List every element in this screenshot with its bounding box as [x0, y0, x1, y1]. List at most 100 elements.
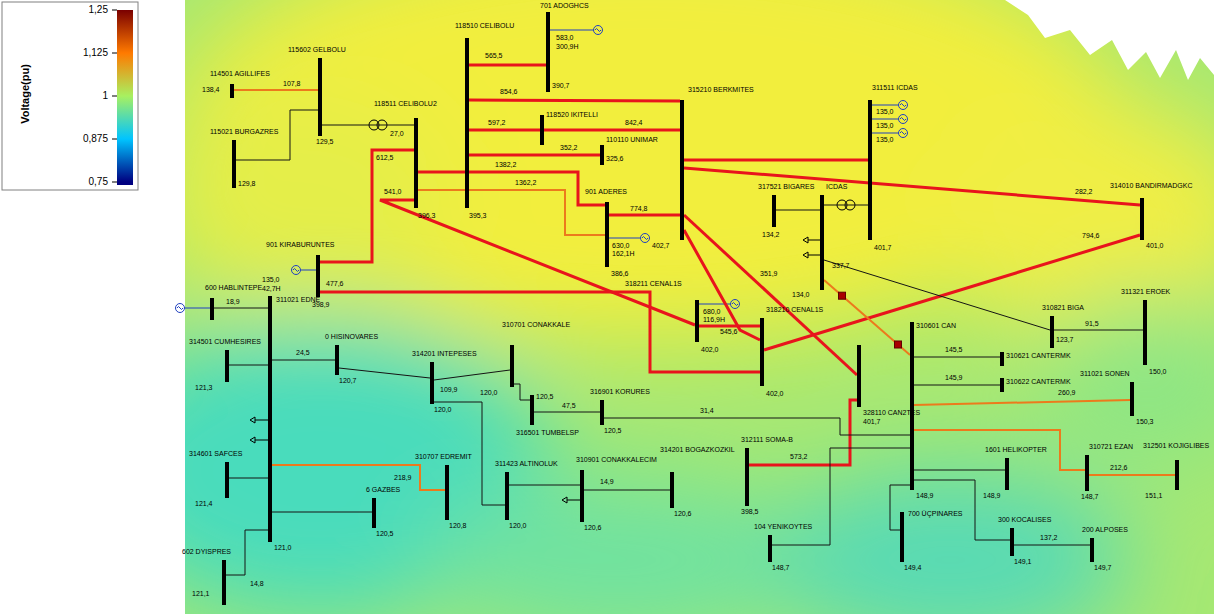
bus-name: 314201 BOGAZKOZKIL — [660, 446, 735, 454]
bus-bar: 311423 ALTINOLUK120,0 — [505, 472, 509, 520]
flow-value: 477,6 — [326, 280, 344, 288]
bus-name: 0 HISINOVARES — [325, 333, 378, 341]
flow-value: 565,5 — [485, 52, 503, 60]
generator-value: 116,9H — [703, 316, 725, 324]
bus-name: 310621 CANTERMK — [1006, 352, 1071, 360]
transmission-line — [434, 370, 510, 380]
bus-voltage: 120,6 — [674, 510, 692, 518]
bus-voltage: 386,6 — [611, 270, 629, 278]
bus-bar: 118510 CELIBOLU395,3 — [465, 38, 469, 208]
transmission-line — [914, 357, 1000, 358]
flow-value: 145,9 — [945, 374, 963, 382]
heatmap-zone — [420, 480, 820, 614]
flow-value: 842,4 — [625, 119, 643, 127]
flow-value: 854,6 — [500, 88, 518, 96]
bus-voltage: 148,9 — [983, 492, 1001, 500]
flow-value: 337,7 — [832, 262, 850, 270]
transmission-line — [469, 129, 540, 132]
bus-bar: 311021 SONEN150,3 — [1130, 382, 1134, 416]
generator-value: 680,0 — [703, 308, 721, 316]
bus-voltage: 148,9 — [916, 492, 934, 500]
generator-value: 42,7H — [262, 285, 281, 293]
bus-name: 315210 BERKMITES — [688, 86, 754, 94]
bus-name: 310901 CONAKKALECIM — [576, 456, 657, 464]
transmission-line — [914, 400, 1130, 405]
flow-value: 774,8 — [630, 205, 648, 213]
bus-voltage: 149,1 — [1014, 558, 1032, 566]
flow-value: 218,9 — [394, 474, 412, 482]
transmission-line — [339, 368, 430, 378]
bus-bar: 314201 INTEPESES120,0 — [430, 362, 434, 404]
transmission-line — [226, 530, 268, 575]
bus-bar: 700 ÜÇPINARES149,4 — [900, 512, 904, 562]
bus-voltage: 120,5 — [604, 427, 622, 435]
bus-name: 316501 TUMBELSP — [516, 429, 579, 437]
bus-bar: 300 KOCALISES149,1 — [1010, 528, 1014, 556]
bus-voltage: 148,7 — [1081, 493, 1099, 501]
flow-value: 541,0 — [384, 188, 402, 196]
bus-voltage: 121,3 — [195, 384, 213, 392]
bus-name: ICDAS — [826, 183, 847, 191]
bus-name: 6 GAZBES — [366, 486, 400, 494]
flow-value: 352,2 — [560, 144, 578, 152]
flow-value: 1362,2 — [515, 179, 536, 187]
bus-voltage: 150,0 — [1149, 368, 1167, 376]
bus-voltage: 396,3 — [418, 212, 436, 220]
colorbar-segment — [117, 139, 133, 182]
bus-bar: 200 ALPOSES149,7 — [1090, 538, 1094, 562]
generator-value: 300,9H — [556, 43, 579, 51]
bus-name: 314501 CUMHESIRES — [189, 338, 261, 346]
bus-bar: ICDAS134,0 — [820, 195, 824, 290]
bus-name: 314601 SAFCES — [189, 450, 242, 458]
transmission-line — [604, 418, 910, 435]
transmission-line — [514, 384, 530, 400]
bus-bar: 318210 CENAL1S402,0 — [760, 318, 764, 386]
bus-name: 328110 CAN2TES — [863, 409, 920, 417]
bus-bar: 600 HABLINTEPE — [210, 298, 214, 320]
flow-value: 597,2 — [488, 119, 506, 127]
transmission-line — [1089, 474, 1175, 476]
transmission-line — [914, 470, 1005, 471]
generator-value: 135,0 — [262, 276, 280, 284]
bus-voltage: 120,0 — [434, 406, 452, 414]
bus-name: 314201 INTEPESES — [412, 350, 477, 358]
bus-voltage: 129,8 — [238, 180, 256, 188]
bus-voltage: 325,6 — [606, 155, 624, 163]
transmission-line — [509, 485, 580, 486]
flow-value: 351,9 — [760, 270, 778, 278]
bus-name: 310721 EZAN — [1089, 443, 1133, 451]
bus-bar: 310622 CANTERMK — [1000, 378, 1004, 392]
transmission-line — [380, 200, 695, 325]
flow-value: 91,5 — [1085, 320, 1099, 328]
bus-name: 310707 EDREMIT — [415, 453, 472, 461]
breaker-marker — [839, 292, 846, 299]
bus-name: 310821 BIGA — [1042, 304, 1084, 312]
bus-voltage: 402,0 — [701, 346, 719, 354]
bus-bar: 310701 CONAKKALE120,0 — [510, 345, 514, 387]
transformer-symbol — [369, 120, 855, 210]
generator-value: 135,0 — [876, 122, 894, 130]
bus-bar: 901 KIRABURUNTES398,9 — [316, 255, 320, 297]
bus-voltage: 395,3 — [469, 212, 487, 220]
flow-value: 573,2 — [790, 453, 808, 461]
bus-bar: 115021 BURGAZRES129,8 — [232, 140, 236, 188]
flow-value: 109,9 — [440, 386, 458, 394]
bus-voltage: 401,0 — [1146, 242, 1164, 250]
flow-value: 545,6 — [720, 328, 738, 336]
bus-name: 311423 ALTINOLUK — [495, 460, 558, 468]
bus-bar: 318211 CENAL1S402,0 — [695, 300, 699, 342]
bus-name: 1601 HELIKOPTER — [985, 446, 1047, 454]
bus-bar: 602 DYISPRES121,1 — [222, 560, 226, 605]
bus-name: 115602 GELBOLU — [288, 46, 346, 54]
load-symbol — [250, 237, 820, 503]
colorbar-segment — [117, 10, 133, 53]
bus-name: 901 ADERES — [585, 188, 627, 196]
flow-value: 212,6 — [1110, 464, 1128, 472]
bus-bar: 314010 BANDIRMADGKC401,0 — [1140, 198, 1144, 240]
bus-bar: 314501 CUMHESIRES121,3 — [225, 350, 229, 382]
bus-voltage: 134,0 — [792, 291, 810, 299]
bus-voltage: 120,5 — [536, 393, 554, 401]
transmission-line — [684, 159, 868, 162]
flow-value: 145,5 — [945, 346, 963, 354]
bus-voltage: 120,0 — [509, 522, 527, 530]
